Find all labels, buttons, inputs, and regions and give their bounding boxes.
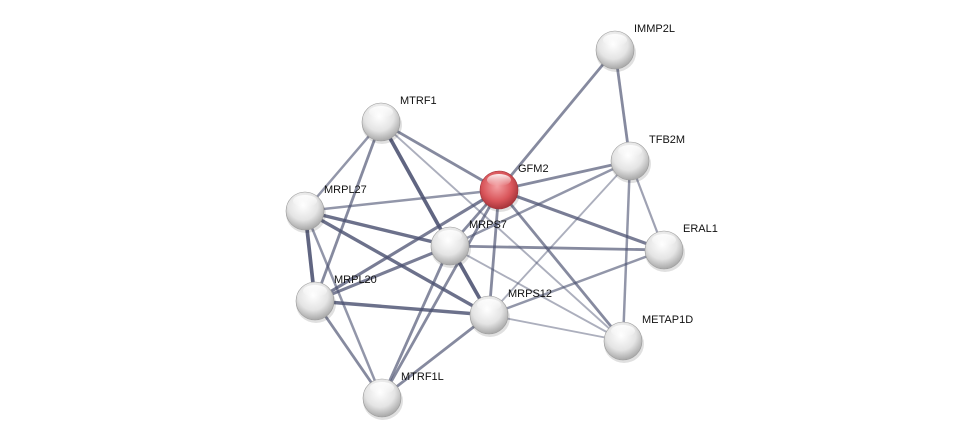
node-mtrf1l[interactable]: MTRF1L bbox=[362, 371, 444, 420]
node-label: GFM2 bbox=[518, 163, 549, 175]
edge-mtrf1-mrpl27[interactable] bbox=[304, 121, 382, 212]
node-label: MTRF1L bbox=[401, 371, 444, 383]
node-label: ERAL1 bbox=[683, 223, 718, 235]
edge-mtrf1-metap1d[interactable] bbox=[380, 121, 624, 342]
edge-gfm2-mtrf1l[interactable] bbox=[380, 189, 501, 399]
edge-gfm2-mrps12[interactable] bbox=[487, 189, 501, 316]
edge-immp2l-gfm2[interactable] bbox=[497, 49, 617, 191]
node-metap1d[interactable]: METAP1D bbox=[603, 314, 693, 363]
node-mrps12[interactable]: MRPS12 bbox=[469, 288, 552, 337]
node-eral1[interactable]: ERAL1 bbox=[644, 223, 718, 272]
edge-mrpl27-mrps12[interactable] bbox=[304, 209, 490, 317]
edge-mrpl27-mrps7[interactable] bbox=[304, 209, 451, 248]
edge-gfm2-eral1[interactable] bbox=[498, 188, 665, 252]
edge-mrps12-eral1[interactable] bbox=[488, 248, 665, 317]
node-label: METAP1D bbox=[642, 314, 693, 326]
edge-mrps12-mtrf1l[interactable] bbox=[381, 313, 490, 400]
edge-tfb2m-metap1d[interactable] bbox=[621, 160, 632, 342]
node-label: MRPL20 bbox=[334, 274, 377, 286]
edge-mrps12-metap1d[interactable] bbox=[488, 314, 624, 342]
edge-mrps7-mrpl20[interactable] bbox=[314, 244, 451, 303]
edge-tfb2m-mrps12[interactable] bbox=[488, 160, 631, 316]
edge-gfm2-metap1d[interactable] bbox=[497, 189, 625, 342]
node-label: MRPL27 bbox=[324, 184, 367, 196]
node-tfb2m[interactable]: TFB2M bbox=[610, 134, 685, 183]
edge-mtrf1-mrpl20[interactable] bbox=[313, 121, 383, 302]
node-label: IMMP2L bbox=[634, 23, 675, 35]
edge-mtrf1-gfm2[interactable] bbox=[380, 120, 500, 192]
node-mrps7[interactable]: MRPS7 bbox=[430, 219, 507, 268]
edge-mrps7-eral1[interactable] bbox=[449, 244, 665, 252]
edge-gfm2-tfb2m[interactable] bbox=[498, 159, 631, 192]
edge-mrps7-metap1d[interactable] bbox=[449, 245, 624, 342]
node-gfm2[interactable]: GFM2 bbox=[479, 163, 549, 212]
node-label: TFB2M bbox=[649, 134, 685, 146]
node-label: MTRF1 bbox=[400, 95, 437, 107]
node-mrpl27[interactable]: MRPL27 bbox=[285, 184, 367, 233]
node-mtrf1[interactable]: MTRF1 bbox=[361, 95, 437, 144]
edge-gfm2-mrpl27[interactable] bbox=[304, 188, 500, 213]
node-label: MRPS12 bbox=[508, 288, 552, 300]
edge-tfb2m-mrps7[interactable] bbox=[449, 159, 631, 248]
edge-mrps7-mtrf1l[interactable] bbox=[380, 245, 452, 399]
edge-mrpl20-mrps12[interactable] bbox=[314, 299, 490, 317]
node-label: MRPS7 bbox=[469, 219, 507, 231]
edge-mrpl20-mtrf1l[interactable] bbox=[313, 300, 384, 399]
edge-gfm2-mrpl20[interactable] bbox=[314, 188, 500, 303]
node-immp2l[interactable]: IMMP2L bbox=[595, 23, 675, 72]
node-mrpl20[interactable]: MRPL20 bbox=[295, 274, 377, 323]
